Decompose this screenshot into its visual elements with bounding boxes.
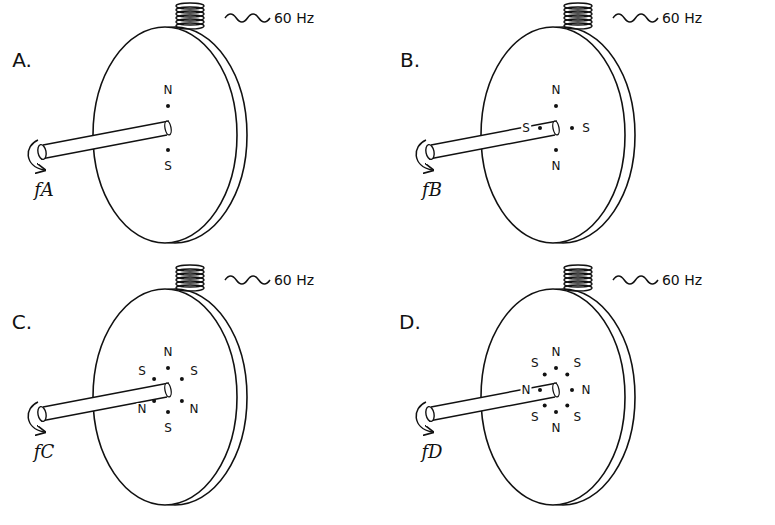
rotation-frequency-label: fA xyxy=(32,181,56,199)
rotation-frequency-label: fD xyxy=(419,443,444,461)
panel-letter: A. xyxy=(10,50,34,70)
frequency-label: 60 Hz xyxy=(272,11,316,25)
pole-label: N xyxy=(521,384,532,396)
pole-label: S xyxy=(163,160,173,172)
panel-letter: D. xyxy=(397,312,423,332)
panel-b-drawing xyxy=(416,3,658,243)
pole-label: N xyxy=(163,84,174,96)
pole-label: S xyxy=(572,357,582,369)
pole-label: N xyxy=(581,384,592,396)
panel-c-drawing xyxy=(28,265,270,505)
pole-label: S xyxy=(521,122,531,134)
pole-label: S xyxy=(189,365,199,377)
pole-label: N xyxy=(551,346,562,358)
panel-letter: B. xyxy=(398,50,422,70)
frequency-label: 60 Hz xyxy=(660,273,704,287)
rotation-frequency-label: fB xyxy=(420,181,444,199)
pole-label: S xyxy=(137,365,147,377)
pole-label: S xyxy=(530,411,540,423)
pole-label: N xyxy=(137,403,148,415)
pole-label: N xyxy=(163,346,174,358)
rotation-frequency-label: fC xyxy=(32,443,56,461)
panel-a-drawing xyxy=(28,3,270,243)
pole-label: S xyxy=(581,122,591,134)
pole-label: S xyxy=(530,357,540,369)
pole-label: N xyxy=(551,422,562,434)
pole-label: N xyxy=(188,403,199,415)
pole-label: S xyxy=(572,411,582,423)
pole-label: N xyxy=(551,160,562,172)
panel-letter: C. xyxy=(10,312,34,332)
pole-label: N xyxy=(551,84,562,96)
frequency-label: 60 Hz xyxy=(660,11,704,25)
pole-label: S xyxy=(163,422,173,434)
frequency-label: 60 Hz xyxy=(272,273,316,287)
panel-d-drawing xyxy=(416,265,658,505)
